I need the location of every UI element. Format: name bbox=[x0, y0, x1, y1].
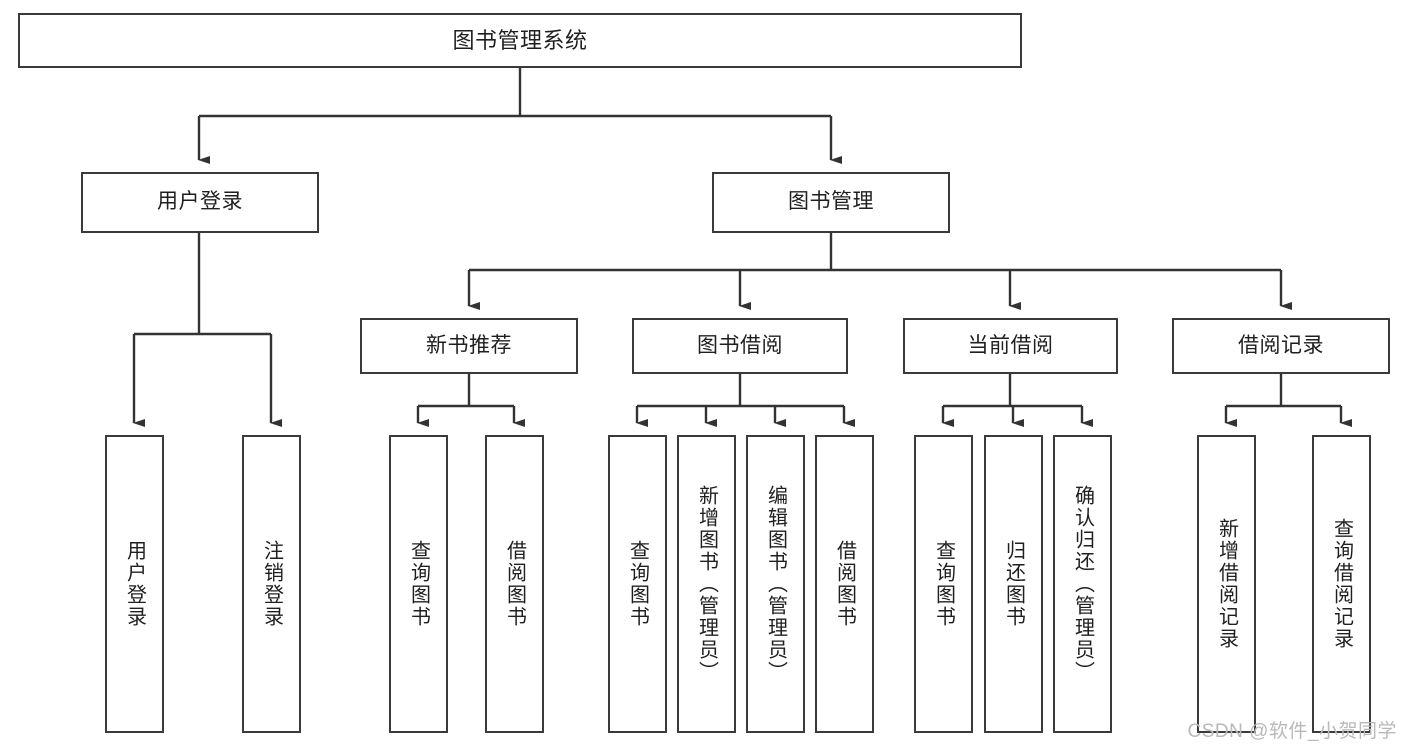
node-leaf-add-book[interactable]: 新增图书（管理员） bbox=[677, 435, 736, 733]
node-leaf-return-book-label: 归还图书 bbox=[1002, 540, 1025, 628]
node-leaf-return-book[interactable]: 归还图书 bbox=[984, 435, 1043, 733]
node-leaf-query-book-1[interactable]: 查询图书 bbox=[389, 435, 448, 733]
node-leaf-add-book-label: 新增图书（管理员） bbox=[695, 485, 718, 683]
node-book-borrow-label: 图书借阅 bbox=[697, 333, 783, 357]
node-leaf-confirm-return-label: 确认归还（管理员） bbox=[1071, 485, 1094, 683]
node-leaf-borrow-book-1-label: 借阅图书 bbox=[503, 540, 526, 628]
node-leaf-query-book-2-label: 查询图书 bbox=[626, 540, 649, 628]
node-leaf-query-book-3-label: 查询图书 bbox=[932, 540, 955, 628]
node-leaf-logout-login-label: 注销登录 bbox=[260, 540, 283, 628]
node-leaf-add-record[interactable]: 新增借阅记录 bbox=[1197, 435, 1256, 733]
node-current-borrow[interactable]: 当前借阅 bbox=[903, 318, 1118, 374]
node-book-borrow[interactable]: 图书借阅 bbox=[632, 318, 848, 374]
node-leaf-query-book-2[interactable]: 查询图书 bbox=[608, 435, 667, 733]
node-leaf-query-record[interactable]: 查询借阅记录 bbox=[1312, 435, 1371, 733]
node-user-login[interactable]: 用户登录 bbox=[81, 172, 319, 233]
node-leaf-user-login-label: 用户登录 bbox=[123, 540, 146, 628]
node-leaf-query-book-3[interactable]: 查询图书 bbox=[914, 435, 973, 733]
node-leaf-borrow-book-1[interactable]: 借阅图书 bbox=[485, 435, 544, 733]
node-leaf-user-login[interactable]: 用户登录 bbox=[105, 435, 164, 733]
node-leaf-borrow-book-2-label: 借阅图书 bbox=[833, 540, 856, 628]
node-user-login-label: 用户登录 bbox=[157, 190, 243, 214]
node-leaf-edit-book[interactable]: 编辑图书（管理员） bbox=[746, 435, 805, 733]
node-book-manage-label: 图书管理 bbox=[788, 190, 874, 214]
node-leaf-confirm-return[interactable]: 确认归还（管理员） bbox=[1053, 435, 1112, 733]
node-new-book-recommend-label: 新书推荐 bbox=[426, 333, 512, 357]
node-leaf-borrow-book-2[interactable]: 借阅图书 bbox=[815, 435, 874, 733]
node-new-book-recommend[interactable]: 新书推荐 bbox=[360, 318, 578, 374]
node-root-label: 图书管理系统 bbox=[452, 27, 588, 53]
node-leaf-logout-login[interactable]: 注销登录 bbox=[242, 435, 301, 733]
node-book-manage[interactable]: 图书管理 bbox=[712, 172, 950, 233]
node-leaf-query-book-1-label: 查询图书 bbox=[407, 540, 430, 628]
node-borrow-record[interactable]: 借阅记录 bbox=[1172, 318, 1390, 374]
node-leaf-edit-book-label: 编辑图书（管理员） bbox=[764, 485, 787, 683]
node-leaf-add-record-label: 新增借阅记录 bbox=[1215, 518, 1238, 650]
node-current-borrow-label: 当前借阅 bbox=[967, 333, 1054, 357]
node-leaf-query-record-label: 查询借阅记录 bbox=[1330, 518, 1353, 650]
node-root[interactable]: 图书管理系统 bbox=[18, 13, 1022, 68]
node-borrow-record-label: 借阅记录 bbox=[1238, 333, 1324, 357]
